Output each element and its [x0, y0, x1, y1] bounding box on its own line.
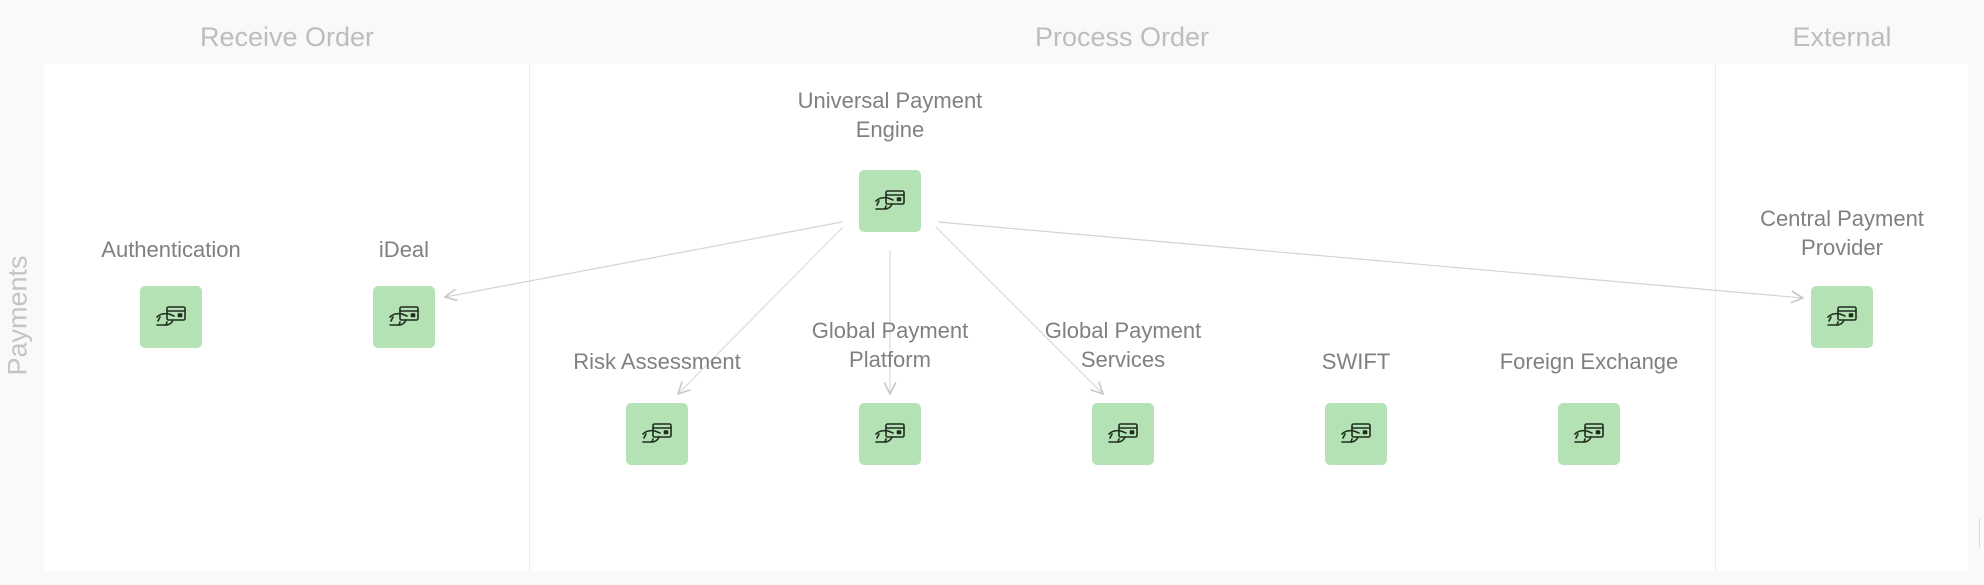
card-payment-icon: [1341, 423, 1371, 443]
node-label-line-1: Global Payment: [1044, 318, 1202, 343]
node-label-line-1: Global Payment: [811, 318, 969, 343]
card-payment-icon: [875, 423, 905, 443]
node-tile[interactable]: [859, 403, 921, 465]
node-label-line-2: Services: [1080, 347, 1166, 372]
node-tile[interactable]: [373, 286, 435, 348]
node-tile[interactable]: [1811, 286, 1873, 348]
node-tile[interactable]: [626, 403, 688, 465]
node-label: SWIFT: [1321, 349, 1391, 374]
node-label: Authentication: [101, 237, 241, 262]
row-title-payments: Payments: [2, 255, 33, 376]
node-tile[interactable]: [1558, 403, 1620, 465]
lane-title-process-order: Process Order: [1034, 22, 1210, 52]
card-payment-icon: [1108, 423, 1138, 443]
card-payment-icon: [389, 306, 419, 326]
node-label-line-1: Universal Payment: [797, 88, 983, 113]
node-tile[interactable]: [859, 170, 921, 232]
card-payment-icon: [156, 306, 186, 326]
card-payment-icon: [1827, 306, 1857, 326]
node-label: Risk Assessment: [573, 349, 741, 374]
node-label: iDeal: [378, 237, 430, 262]
lane-divider: [529, 64, 530, 571]
card-payment-icon: [875, 190, 905, 210]
node-label: Foreign Exchange: [1499, 349, 1679, 374]
node-tile[interactable]: [1092, 403, 1154, 465]
node-label-line-2: Engine: [855, 117, 925, 142]
card-payment-icon: [642, 423, 672, 443]
node-label-line-2: Platform: [849, 347, 931, 372]
lane-divider: [1715, 64, 1716, 571]
node-tile[interactable]: [140, 286, 202, 348]
node-tile[interactable]: [1325, 403, 1387, 465]
node-label-line-1: Central Payment: [1760, 206, 1924, 231]
lane-title-receive-order: Receive Order: [199, 22, 375, 52]
lane-title-external: External: [1792, 22, 1892, 52]
resize-handle[interactable]: [1979, 518, 1984, 548]
node-label-line-2: Provider: [1801, 235, 1883, 260]
card-payment-icon: [1574, 423, 1604, 443]
